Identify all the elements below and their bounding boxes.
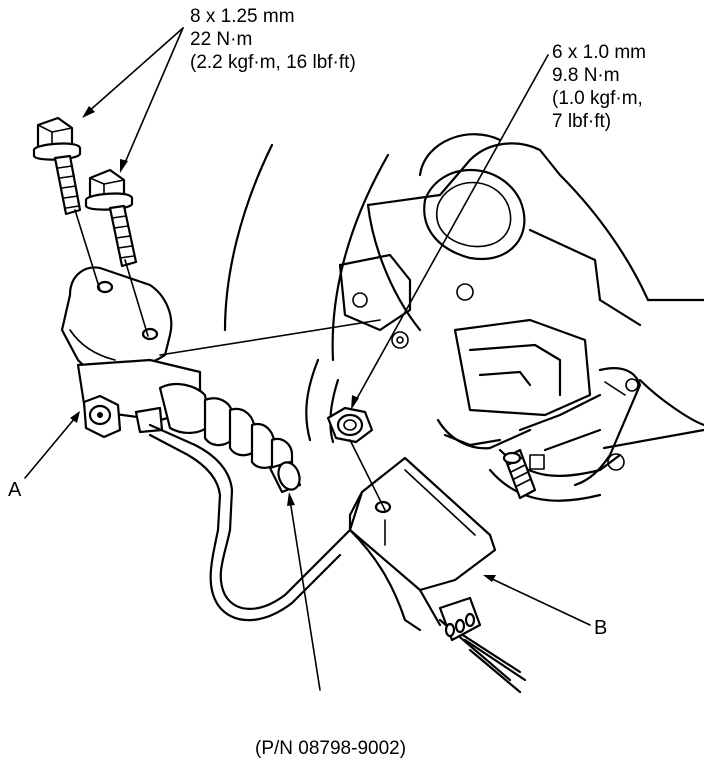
cable-bracket <box>488 367 642 502</box>
bolt-spec-torque-alt: (2.2 kgf·m, 16 lbf·ft) <box>190 52 356 73</box>
nut-spec-torque-nm: 9.8 N·m <box>552 65 620 86</box>
slave-cylinder <box>60 266 302 494</box>
nut-spec-torque-lbf: 7 lbf·ft) <box>552 111 612 132</box>
bolt-spec-torque-nm: 22 N·m <box>190 29 253 50</box>
nut-spec-size: 6 x 1.0 mm <box>552 42 646 63</box>
leader-lines <box>24 27 591 691</box>
flange-nut <box>326 406 374 444</box>
callout-b: B <box>594 617 608 639</box>
callout-a: A <box>8 479 22 501</box>
nut-spec-torque-kgf: (1.0 kgf·m, <box>552 88 643 109</box>
mounting-bolt-2 <box>84 168 138 268</box>
part-number: (P/N 08798-9002) <box>255 738 407 759</box>
clutch-hose <box>134 406 352 622</box>
bell-housing-arcs <box>223 143 390 444</box>
mounting-bolt-1 <box>32 116 82 216</box>
clutch-line-bracket <box>348 456 527 694</box>
alignment-lines <box>74 209 386 511</box>
transmission-housing <box>338 133 704 450</box>
bolt-spec-size: 8 x 1.25 mm <box>190 6 295 27</box>
